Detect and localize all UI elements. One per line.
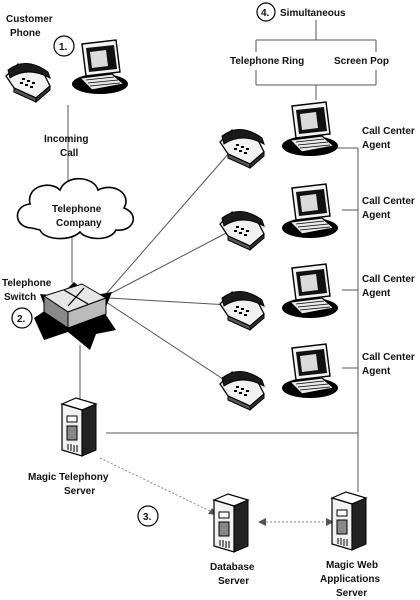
agent-1-computer-icon xyxy=(281,101,339,157)
simultaneous-label: Simultaneous xyxy=(280,8,346,19)
telephony-to-database-link xyxy=(99,457,213,513)
incoming-call-label-1: Incoming xyxy=(44,134,88,145)
telephone-switch-label-2: Switch xyxy=(4,292,36,303)
web-server-label-3: Server xyxy=(336,588,367,599)
web-server-label-1: Magic Web xyxy=(326,560,378,571)
agent-4-phone-icon xyxy=(219,370,265,411)
agent-workstation-2 xyxy=(219,183,339,251)
agent-2-phone-icon xyxy=(219,210,265,251)
agent-3-label-1: Call Center xyxy=(362,274,415,285)
step-1-badge: 1. xyxy=(53,35,75,57)
telephone-company-cloud xyxy=(16,177,135,240)
telephony-server-label-1: Magic Telephony xyxy=(28,472,109,483)
connection-lines xyxy=(67,20,377,492)
switch-to-agent-1-line xyxy=(105,144,237,295)
telephone-ring-label: Telephone Ring xyxy=(230,56,304,67)
telephony-server-icon xyxy=(61,397,97,457)
incoming-call-label-2: Call xyxy=(60,148,79,159)
switch-to-agent-3-line xyxy=(107,297,231,306)
agent-3-label-2: Agent xyxy=(362,288,391,299)
agent-1-phone-icon xyxy=(219,128,265,169)
agent-4-label-2: Agent xyxy=(362,366,391,377)
agent-3-phone-icon xyxy=(219,290,265,331)
database-server-icon xyxy=(213,493,249,553)
step-2-badge: 2. xyxy=(11,307,33,329)
telephony-server-label-2: Server xyxy=(64,486,95,497)
arrow-right-web xyxy=(326,518,334,526)
step-2-number: 2. xyxy=(17,314,26,325)
switch-to-agent-4-line xyxy=(105,301,233,386)
telephone-switch-label-1: Telephone xyxy=(2,278,52,289)
agent-workstation-1 xyxy=(219,101,339,169)
database-server-label-2: Server xyxy=(218,576,249,587)
web-server-icon xyxy=(331,491,367,551)
agent-workstation-3 xyxy=(219,263,339,331)
step-4-badge: 4. xyxy=(256,2,276,22)
database-server-label-1: Database xyxy=(210,562,255,573)
agent-2-label-2: Agent xyxy=(362,210,391,221)
agent-workstation-4 xyxy=(219,343,339,411)
step-3-badge: 3. xyxy=(137,505,159,527)
customer-phone-label-1: Customer xyxy=(6,14,53,25)
customer-phone-label-2: Phone xyxy=(10,28,41,39)
agent-2-label-1: Call Center xyxy=(362,196,415,207)
screen-pop-label: Screen Pop xyxy=(334,56,389,67)
agent-4-label-1: Call Center xyxy=(362,352,415,363)
agent-3-computer-icon xyxy=(281,263,339,319)
switch-to-agent-2-line xyxy=(105,229,233,297)
telephone-company-label-1: Telephone xyxy=(52,204,102,215)
customer-computer-icon xyxy=(71,39,129,95)
server-links xyxy=(99,457,328,523)
agent-1-label-2: Agent xyxy=(362,140,391,151)
telephone-switch-icon xyxy=(34,282,116,350)
agent-2-computer-icon xyxy=(281,183,339,239)
step-4-number: 4. xyxy=(261,8,270,19)
step-3-number: 3. xyxy=(143,512,152,523)
agent-1-label-1: Call Center xyxy=(362,126,415,137)
telephone-company-label-2: Company xyxy=(56,218,102,229)
step-1-number: 1. xyxy=(59,42,68,53)
customer-phone-icon xyxy=(5,62,51,103)
arrow-left-database xyxy=(258,518,266,526)
web-server-label-2: Applications xyxy=(320,574,380,585)
agent-4-computer-icon xyxy=(281,343,339,399)
